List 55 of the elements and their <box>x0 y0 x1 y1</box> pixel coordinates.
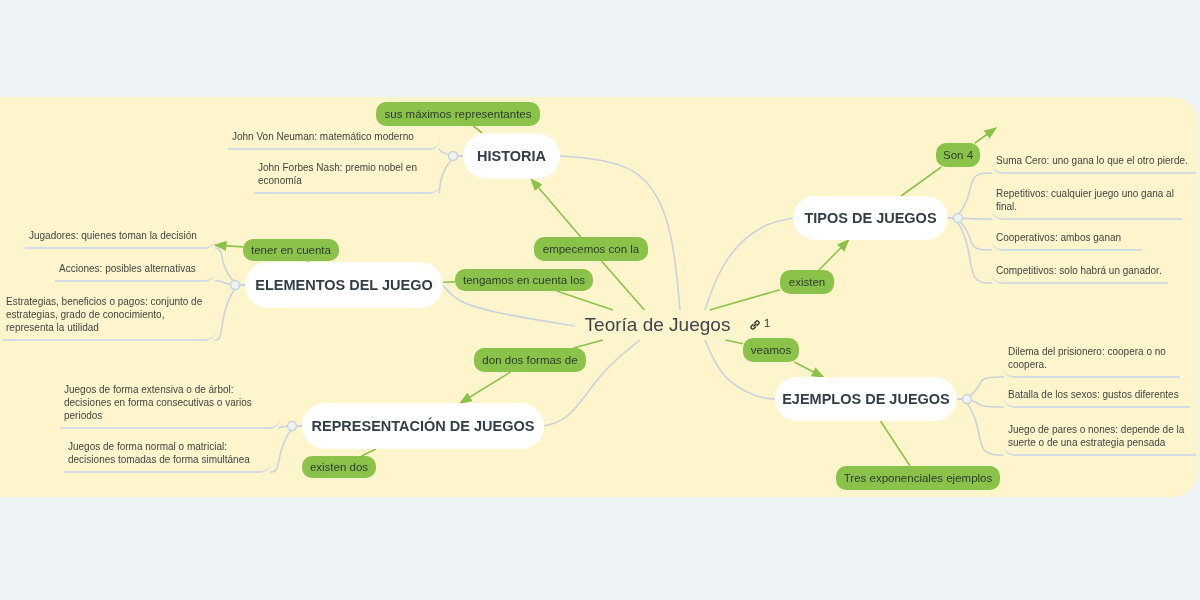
relationship-label: veamos <box>743 338 799 362</box>
central-topic: Teoría de Juegos <box>575 310 740 340</box>
relationship-label: don dos formas de <box>474 348 586 372</box>
topic-box: ELEMENTOS DEL JUEGO <box>245 262 443 308</box>
subtopic-text: Batalla de los sexos: gustos diferentes <box>1004 388 1190 408</box>
connector-line <box>555 290 614 311</box>
subtopic-text: John Von Neuman: matemático moderno <box>228 130 440 150</box>
connector-line <box>900 166 943 197</box>
connector-line <box>724 339 744 345</box>
topic-box: HISTORIA <box>463 133 560 179</box>
relationship-label: tener en cuenta <box>243 239 339 261</box>
connector-line <box>306 260 310 263</box>
link-count: 1 <box>764 317 771 329</box>
connector-line <box>879 420 911 467</box>
subtopic-text: Juegos de forma extensiva o de árbol: decisiones en forma consecutivas o varios periodos <box>60 383 280 429</box>
subtopic-text: Acciones: posibles alternativas <box>55 262 215 282</box>
connector-line <box>543 339 641 427</box>
connector-line <box>572 339 604 349</box>
relationship-label: tengamos en cuenta los <box>455 269 593 291</box>
subtopic-text: Cooperativos: ambos ganan <box>992 231 1142 251</box>
connector-line <box>442 284 576 327</box>
arrow <box>459 371 512 404</box>
connector-line <box>559 155 681 311</box>
subtopic-text: Dilema del prisionero: coopera o no coopera. <box>1004 345 1180 378</box>
subtopic-text: Estrategias, beneficios o pagos: conjunto de estrategias, grado de conocimiento, representa la utilidad <box>2 295 215 341</box>
arrow <box>213 240 244 251</box>
arrow <box>793 361 825 378</box>
topic-box: REPRESENTACIÓN DE JUEGOS <box>302 403 544 449</box>
relationship-label: existen dos <box>302 456 376 478</box>
arrow <box>974 127 998 144</box>
relationship-label: Son 4 <box>936 143 980 167</box>
connector-line <box>360 448 377 457</box>
relationship-label: existen <box>780 270 834 294</box>
topic-box: EJEMPLOS DE JUEGOS <box>775 377 957 421</box>
subtopic-text: Competitivos: solo habrá un ganador. <box>992 264 1168 284</box>
connector-line <box>704 339 776 400</box>
subtopic-text: John Forbes Nash: premio nobel en economía <box>254 161 440 194</box>
arrow <box>530 178 582 238</box>
arrow <box>818 239 850 271</box>
connector-line <box>472 125 483 134</box>
subtopic-text: Juegos de forma normal o matricial: decisiones tomadas de forma simultánea <box>64 440 270 473</box>
relationship-label: Tres exponenciales ejemplos <box>836 466 1000 490</box>
subtopic-text: Repetitivos: cualquier juego uno gana al final. <box>992 187 1182 220</box>
connector-line <box>708 288 781 311</box>
connector-line <box>438 155 464 194</box>
relationship-label: sus máximos representantes <box>376 102 540 126</box>
subtopic-text: Suma Cero: uno gana lo que el otro pierde. <box>992 154 1196 174</box>
connector-line <box>269 425 303 473</box>
subtopic-text: Juego de pares o nones: depende de la suerte o de una estrategia pensada <box>1004 423 1196 456</box>
subtopic-text: Jugadores: quienes toman la decisión <box>25 229 215 249</box>
connector-line <box>442 281 456 284</box>
relationship-label: empecemos con la <box>534 237 648 261</box>
topic-box: TIPOS DE JUEGOS <box>793 196 948 240</box>
connector-line <box>600 260 646 311</box>
connector-line <box>704 217 794 311</box>
